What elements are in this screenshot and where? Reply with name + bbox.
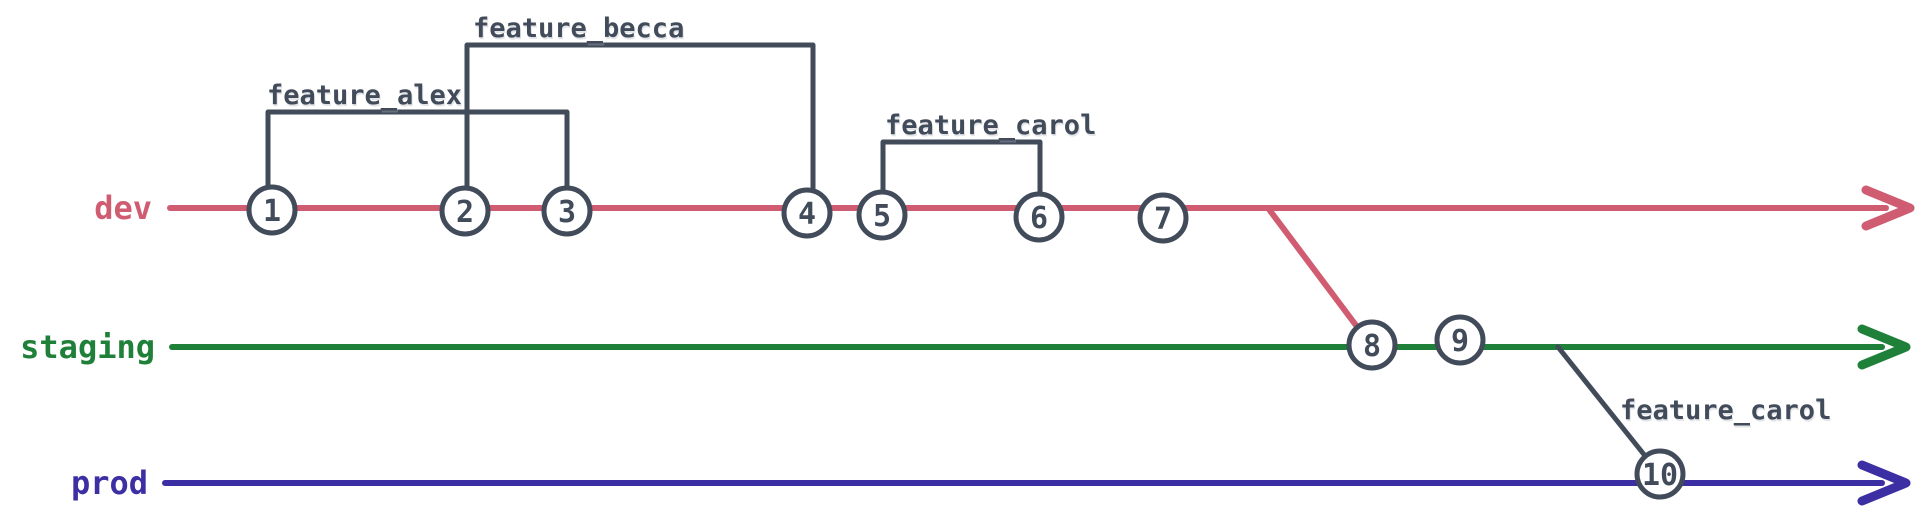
- staging-arrowhead-icon: [1857, 324, 1911, 370]
- dev-arrowhead-icon: [1861, 185, 1915, 231]
- commit-node: 7: [1137, 192, 1189, 244]
- commit-node: 1: [246, 184, 298, 236]
- feature-label-carol: feature_carol: [885, 110, 1096, 141]
- feature-label-carol-merge: feature_carol: [1620, 395, 1831, 426]
- merge-staging-to-prod-line: [1555, 344, 1649, 460]
- feature-alex-bracket: [265, 109, 570, 193]
- commit-node: 9: [1434, 314, 1486, 366]
- branch-label-prod: prod: [71, 464, 148, 502]
- commit-id: 1: [263, 194, 281, 229]
- commit-id: 6: [1030, 201, 1048, 236]
- feature-becca-bracket: [464, 42, 816, 195]
- commit-id: 3: [558, 195, 576, 230]
- commit-id: 8: [1363, 329, 1381, 364]
- branch-label-staging: staging: [20, 328, 155, 366]
- commit-node: 10: [1634, 448, 1686, 500]
- commit-node: 4: [781, 187, 833, 239]
- commit-node: 2: [439, 185, 491, 237]
- commit-id: 5: [873, 199, 891, 234]
- commit-node: 3: [541, 185, 593, 237]
- prod-arrowhead-icon: [1857, 460, 1911, 506]
- commit-id: 10: [1642, 458, 1678, 493]
- commit-node: 5: [856, 189, 908, 241]
- feature-label-becca: feature_becca: [473, 13, 684, 44]
- commit-id: 2: [456, 195, 474, 230]
- prod-branch-line: [162, 460, 1911, 506]
- branch-label-dev: dev: [94, 189, 152, 227]
- staging-branch-line: [169, 324, 1911, 370]
- feature-carol-bracket: [880, 139, 1043, 199]
- feature-label-alex: feature_alex: [267, 80, 462, 111]
- merge-dev-to-staging-line: [1265, 205, 1361, 331]
- commit-node: 8: [1346, 319, 1398, 371]
- commit-id: 9: [1451, 324, 1469, 359]
- commit-id: 7: [1154, 202, 1172, 237]
- commit-id: 4: [798, 197, 816, 232]
- commit-node: 6: [1013, 191, 1065, 243]
